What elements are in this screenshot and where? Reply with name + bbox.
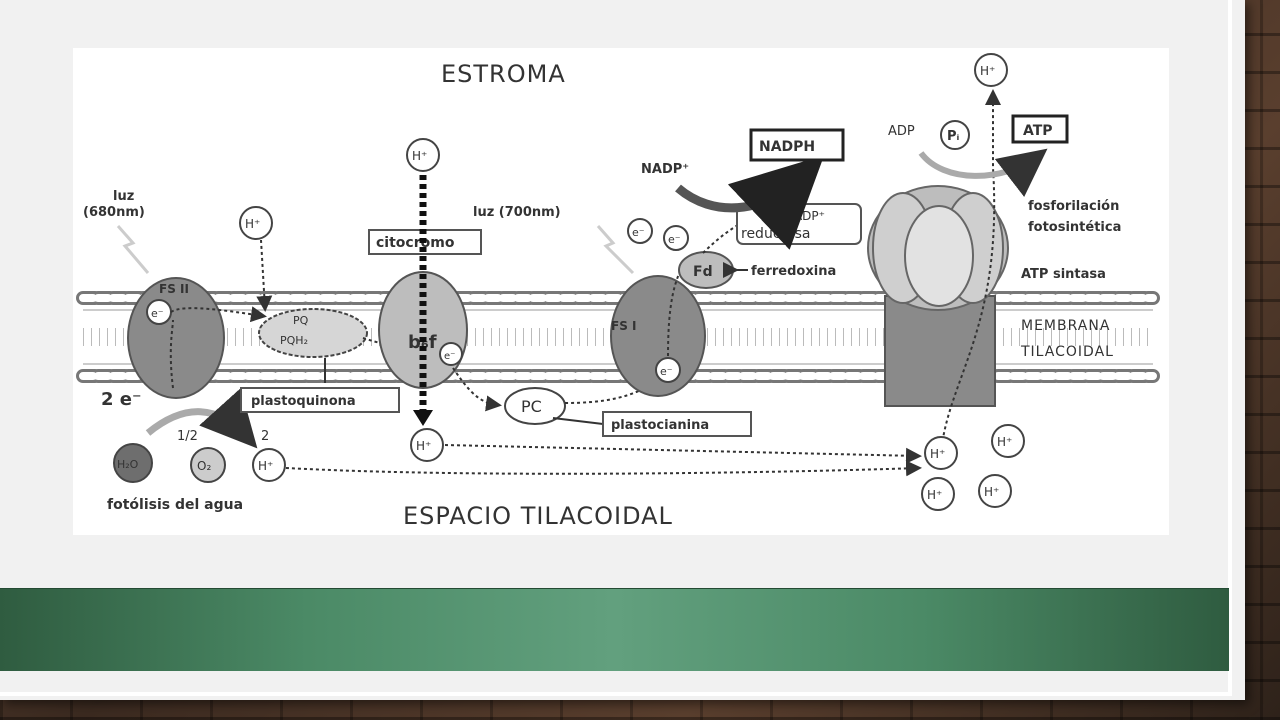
- plastoquinone-pool: [258, 308, 368, 358]
- b6f-electron-label: e⁻: [444, 351, 455, 362]
- photosynthesis-diagram: ESTROMA ESPACIO TILACOIDAL luz (680nm) F…: [73, 48, 1169, 535]
- proton-label: H⁺: [258, 459, 273, 473]
- proton-to-pq-arrow: [256, 239, 273, 312]
- proton-circle: [974, 53, 1008, 87]
- fd-electron-label: e⁻: [668, 233, 681, 246]
- pq-label: PQ: [293, 314, 309, 327]
- plastoquinona-label: plastoquinona: [251, 394, 356, 409]
- adp-label: ADP: [888, 124, 915, 139]
- proton-flow-atp-synthase: [940, 89, 1001, 454]
- two-label: 2: [261, 429, 269, 444]
- luz-700-label: luz (700nm): [473, 205, 561, 220]
- water-molecule: [113, 443, 153, 483]
- ferredoxina-label: ferredoxina: [751, 264, 836, 279]
- photosystem-i: [610, 275, 706, 397]
- estroma-label: ESTROMA: [441, 60, 566, 88]
- atp-sintasa-label: ATP sintasa: [1021, 267, 1106, 282]
- fd-electron: [627, 218, 653, 244]
- atp-formation-arrow: [918, 148, 1048, 197]
- plastocianina-pointer: [552, 417, 604, 425]
- luz-680-label-line1: luz: [113, 189, 134, 204]
- membrana-label-line1: MEMBRANA: [1021, 318, 1110, 334]
- luz-680-label-line2: (680nm): [83, 205, 145, 220]
- proton-label: H⁺: [416, 439, 431, 453]
- ps1-label: FS I: [611, 319, 636, 333]
- light-bolt-icon: [116, 225, 150, 274]
- espacio-tilacoidal-label: ESPACIO TILACOIDAL: [403, 502, 673, 530]
- atp-label: ATP: [1023, 123, 1053, 139]
- proton-label: H⁺: [930, 447, 945, 461]
- photolysis-arrow: [145, 388, 258, 449]
- proton-label: H⁺: [980, 64, 995, 78]
- fd-label: Fd: [693, 264, 713, 280]
- proton-label: H⁺: [997, 435, 1012, 449]
- proton-circle: [921, 477, 955, 511]
- ps1-electron: [655, 357, 681, 383]
- proton-label: H⁺: [412, 149, 427, 163]
- fosforilacion-label-line1: fosforilación: [1028, 199, 1119, 214]
- oxygen-label: O₂: [197, 459, 211, 473]
- two-electrons-label: 2 e⁻: [101, 389, 142, 410]
- electron-path-ps2-pq: [170, 306, 267, 323]
- proton-circle: [978, 474, 1012, 508]
- plastocianina-box: [602, 411, 752, 437]
- atp-box: [1011, 114, 1069, 144]
- b6f-electron: [439, 342, 463, 366]
- plastoquinona-box: [240, 387, 400, 413]
- nadph-box: [749, 128, 845, 162]
- ps1-electron-label: e⁻: [660, 365, 673, 378]
- pi-circle: [940, 120, 970, 150]
- fotolisis-label: fotólisis del agua: [107, 497, 243, 513]
- atp-synthase-stalk: [884, 295, 996, 407]
- proton-path-b6f-lumen: [444, 444, 922, 464]
- atp-synthase-subunit: [904, 205, 974, 307]
- electron-path-b6f-pc: [452, 367, 502, 412]
- pi-label: Pᵢ: [947, 129, 960, 144]
- nadp-plus-label: NADP⁺: [641, 162, 689, 177]
- fd-electron-label: e⁻: [632, 226, 645, 239]
- plastocianina-label: plastocianina: [611, 418, 709, 433]
- proton-label: H⁺: [984, 485, 999, 499]
- ps2-electron-label: e⁻: [151, 307, 164, 320]
- electron-path-ps1-fd: [667, 257, 689, 357]
- proton-path-water-lumen: [285, 460, 922, 477]
- fd-electron: [663, 225, 689, 251]
- light-bolt-icon: [596, 225, 635, 275]
- fosforilacion-label-line2: fotosintética: [1028, 220, 1121, 235]
- proton-circle: [410, 428, 444, 462]
- proton-circle: [924, 436, 958, 470]
- citocromo-label: citocromo: [376, 235, 455, 251]
- diagram-svg: ESTROMA ESPACIO TILACOIDAL luz (680nm) F…: [76, 53, 1160, 530]
- proton-pump-arrowhead: [413, 410, 433, 426]
- plastocyanin: [504, 387, 566, 425]
- half-label: 1/2: [177, 429, 198, 444]
- decorative-green-band: [0, 588, 1229, 671]
- water-label: H₂O: [117, 458, 139, 471]
- proton-label: H⁺: [245, 217, 260, 231]
- pqh2-label: PQH₂: [280, 334, 308, 347]
- pc-label: PC: [521, 397, 542, 416]
- nadp-reduction-arrow: [675, 155, 825, 250]
- slide: ESTROMA ESPACIO TILACOIDAL luz (680nm) F…: [0, 0, 1245, 700]
- nadp-reductasa-label-line2: reductasa: [741, 226, 810, 242]
- nadp-reductasa-label-line1: NADP⁺: [785, 209, 825, 223]
- nadph-label: NADPH: [759, 139, 815, 155]
- proton-circle: [406, 138, 440, 172]
- proton-circle: [239, 206, 273, 240]
- b6f-label: b₆f: [408, 332, 437, 353]
- proton-circle: [252, 448, 286, 482]
- membrana-label-line2: TILACOIDAL: [1020, 344, 1114, 360]
- oxygen-molecule: [190, 447, 226, 483]
- ps2-label: FS II: [159, 282, 189, 296]
- photosystem-ii: [127, 277, 225, 399]
- proton-label: H⁺: [927, 488, 942, 502]
- proton-circle: [991, 424, 1025, 458]
